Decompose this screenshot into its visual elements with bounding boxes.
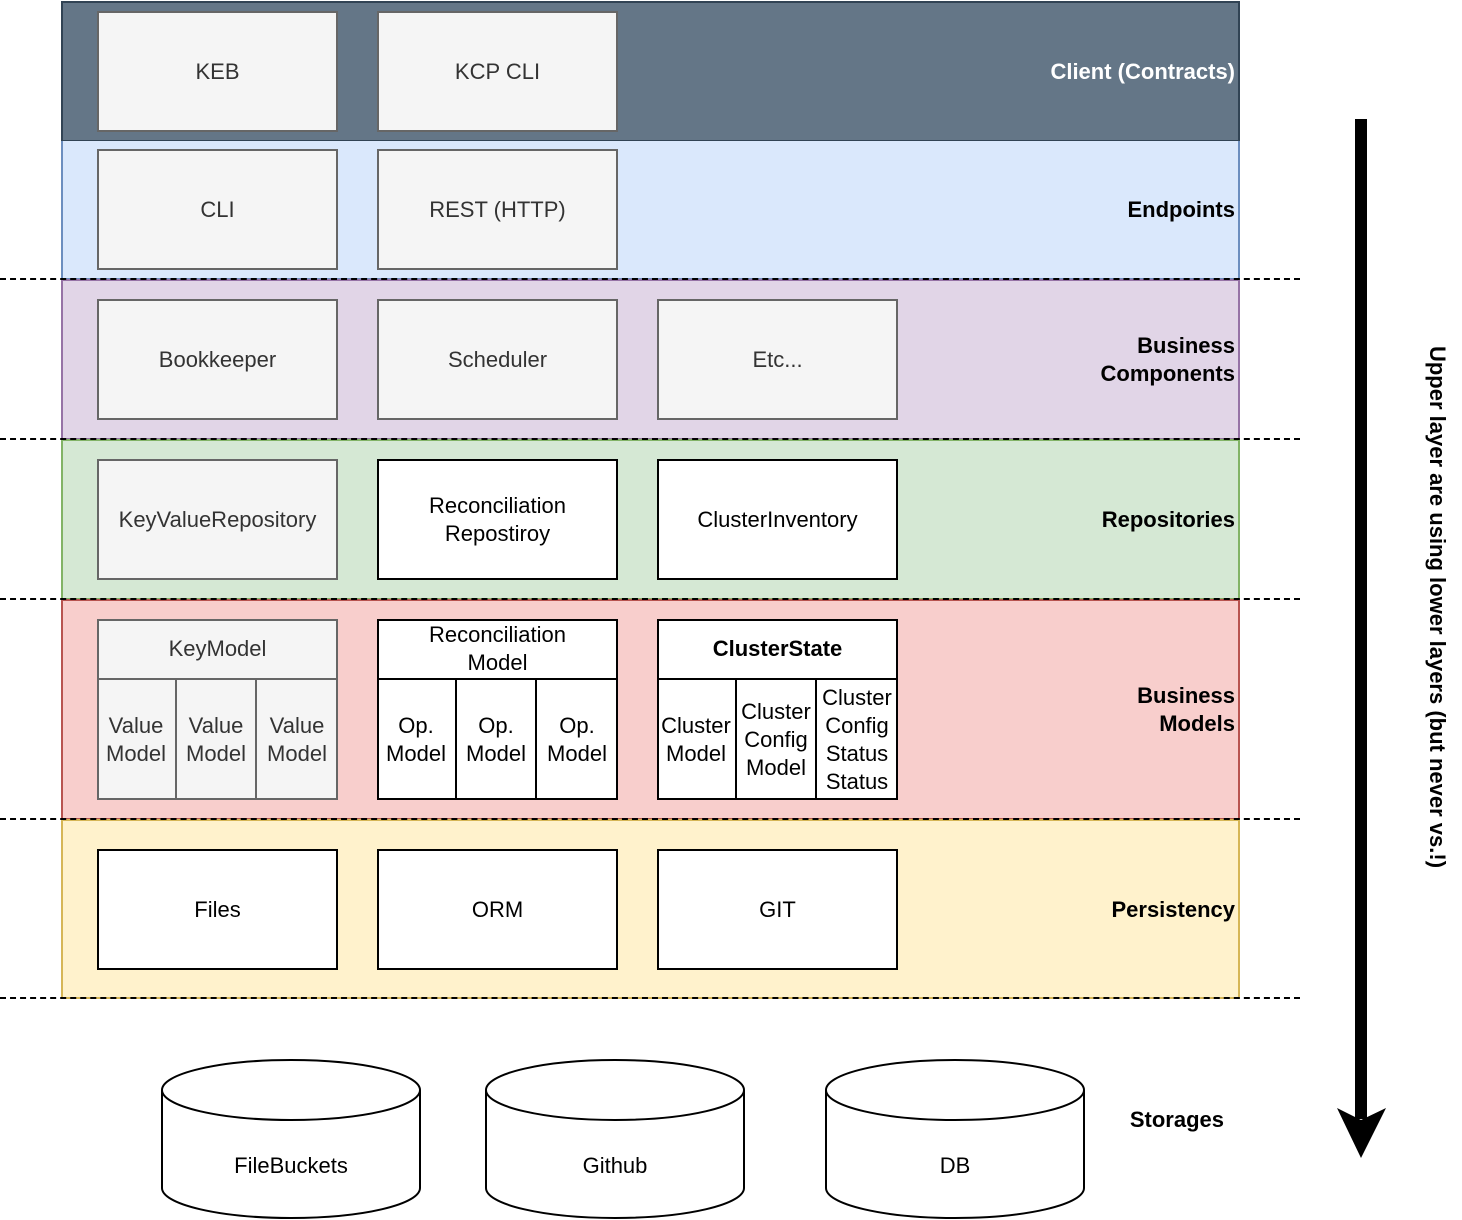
separator bbox=[0, 997, 1300, 999]
arrow-label: Upper layer are using lower layers (but … bbox=[1425, 345, 1450, 869]
model-cell: Op. Model bbox=[377, 680, 457, 800]
model-title: ClusterState bbox=[657, 619, 898, 680]
model-cell: Value Model bbox=[267, 713, 327, 766]
model-title: KeyModel bbox=[97, 619, 338, 680]
model-cell: Value Model bbox=[97, 680, 177, 800]
component-etc[interactable]: Etc... bbox=[657, 299, 898, 420]
label-business-components: Business Components bbox=[1101, 332, 1235, 388]
label-repositories: Repositories bbox=[1101, 507, 1235, 532]
label-client: Client (Contracts) bbox=[1050, 59, 1235, 84]
storage-label-github: Github bbox=[582, 1153, 648, 1178]
model-cell: Cluster Config Model bbox=[737, 680, 817, 800]
label-storages: Storages bbox=[1129, 1107, 1224, 1132]
model-title: Reconciliation Model bbox=[377, 619, 618, 680]
cylinder-filebuckets[interactable] bbox=[161, 1059, 421, 1219]
component-rest[interactable]: REST (HTTP) bbox=[377, 149, 618, 270]
label-business-models: Business Models bbox=[1137, 682, 1235, 738]
model-cell: Cluster Config Status Status bbox=[822, 685, 892, 794]
separator bbox=[0, 438, 1300, 440]
component-keb[interactable]: KEB bbox=[97, 11, 338, 132]
component-files[interactable]: Files bbox=[97, 849, 338, 970]
component-scheduler[interactable]: Scheduler bbox=[377, 299, 618, 420]
component-cli[interactable]: CLI bbox=[97, 149, 338, 270]
label-line: Business bbox=[1137, 333, 1235, 358]
label-line: Models bbox=[1159, 711, 1235, 736]
label-persistency: Persistency bbox=[1111, 897, 1235, 922]
model-cell: Op. Model bbox=[547, 713, 607, 766]
model-cell: Cluster Model bbox=[657, 680, 737, 800]
model-group-keymodel[interactable] bbox=[97, 619, 338, 800]
label-line: Business bbox=[1137, 683, 1235, 708]
component-cluster-inventory[interactable]: ClusterInventory bbox=[657, 459, 898, 580]
separator bbox=[0, 598, 1300, 600]
storage-label-filebuckets: FileBuckets bbox=[234, 1153, 348, 1178]
component-kcp-cli[interactable]: KCP CLI bbox=[377, 11, 618, 132]
label-endpoints: Endpoints bbox=[1127, 197, 1235, 222]
model-group-clusterstate[interactable] bbox=[657, 619, 898, 800]
component-bookkeeper[interactable]: Bookkeeper bbox=[97, 299, 338, 420]
cylinder-db[interactable] bbox=[825, 1059, 1085, 1219]
component-reconciliation-repository[interactable]: Reconciliation Repostiroy bbox=[377, 459, 618, 580]
label-line: Components bbox=[1100, 361, 1235, 386]
model-cell: Value Model bbox=[177, 680, 257, 800]
separator bbox=[0, 818, 1300, 820]
storage-label-db: DB bbox=[939, 1153, 971, 1178]
model-cell: Op. Model bbox=[457, 680, 537, 800]
component-git[interactable]: GIT bbox=[657, 849, 898, 970]
component-orm[interactable]: ORM bbox=[377, 849, 618, 970]
model-group-reconciliation[interactable] bbox=[377, 619, 618, 800]
cylinder-github[interactable] bbox=[485, 1059, 745, 1219]
down-arrow-icon bbox=[1337, 119, 1386, 1158]
component-keyvalue-repository[interactable]: KeyValueRepository bbox=[97, 459, 338, 580]
separator bbox=[0, 278, 1300, 280]
